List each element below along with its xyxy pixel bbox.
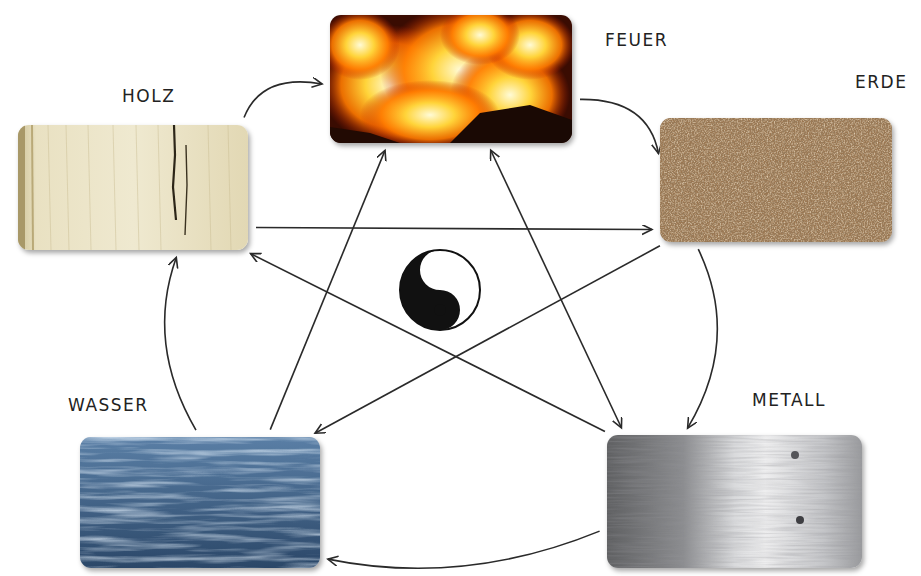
generating-arrow <box>165 258 196 431</box>
element-picture: HOLZ <box>18 125 248 250</box>
texture-image <box>18 125 248 250</box>
yin-yang <box>400 250 480 330</box>
element-picture: WASSER <box>80 437 320 568</box>
element-picture: FEUER <box>330 15 572 143</box>
control-arrow <box>270 150 385 429</box>
element-label: METALL <box>752 390 826 410</box>
texture-earth <box>660 118 892 242</box>
element-picture: METALL <box>607 435 862 568</box>
control-arrow <box>251 254 605 432</box>
control-arrow <box>256 228 652 230</box>
texture-wood <box>18 125 248 250</box>
element-picture: ERDE <box>660 118 892 242</box>
element-label: HOLZ <box>122 86 175 106</box>
texture-image <box>607 435 862 568</box>
element-label: WASSER <box>68 395 149 415</box>
generating-arrow <box>688 249 718 428</box>
texture-fire <box>330 15 572 143</box>
element-label: ERDE <box>855 72 907 92</box>
control-arrow <box>315 246 660 433</box>
texture-water <box>80 437 320 568</box>
control-arrow <box>491 150 622 428</box>
element-label: FEUER <box>605 30 668 50</box>
texture-image <box>660 118 892 242</box>
generating-arrow <box>580 99 659 153</box>
texture-metal <box>607 435 862 568</box>
texture-image <box>330 15 572 143</box>
generating-arrow <box>328 531 600 568</box>
texture-image <box>80 437 320 568</box>
generating-arrow <box>244 82 322 118</box>
